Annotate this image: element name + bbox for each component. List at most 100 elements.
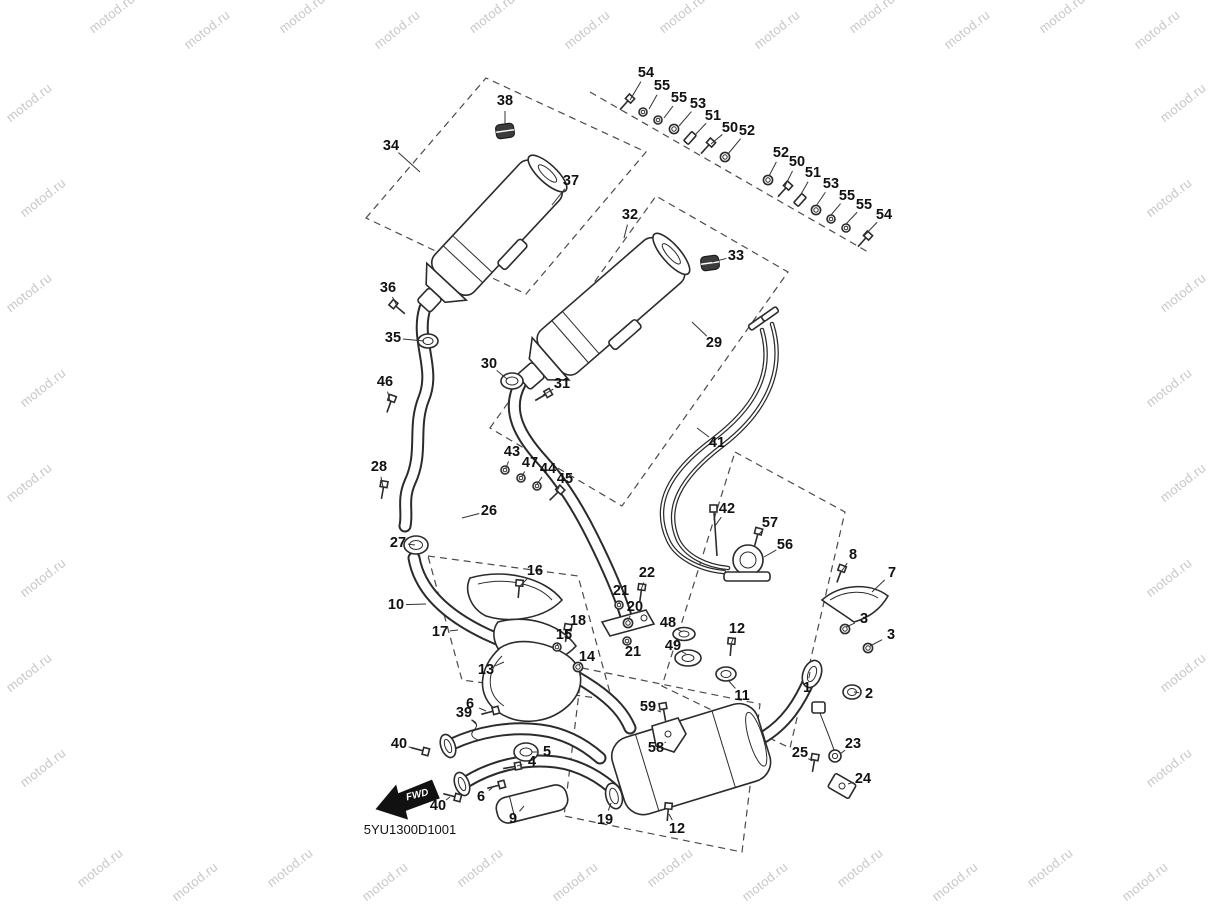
collar-51a [682,130,698,146]
callout-36: 36 [380,280,396,296]
callout-leader-31 [542,388,554,396]
callout-59: 59 [640,699,656,715]
bolt-6a [479,705,501,719]
callout-leader-45 [555,486,560,493]
callout-leader-58 [664,741,667,744]
callout-10: 10 [388,597,404,613]
callout-3: 3 [860,611,868,627]
callout-19: 19 [597,812,613,828]
callout-leader-8 [840,562,848,573]
gasket-35 [417,333,439,349]
callout-51: 51 [705,108,721,124]
callout-47: 47 [522,455,538,471]
callout-16: 16 [527,563,543,579]
exup-cables-41 [659,306,780,575]
callout-leader-53 [678,111,692,127]
callout-29: 29 [706,335,722,351]
sensor-23 [811,701,842,763]
muffler-left-bracket [497,238,528,271]
callout-11: 11 [734,688,749,704]
callout-25: 25 [792,745,808,761]
callout-leader-48 [676,627,683,633]
callout-leader-56 [763,549,777,558]
callout-leader-55 [648,94,658,110]
callout-leader-55 [830,203,841,216]
callout-15: 15 [556,627,572,643]
callout-leader-46 [387,391,391,402]
callout-40: 40 [430,798,446,814]
callout-leader-51 [694,122,707,136]
callout-leader-28 [380,476,384,488]
diagram-code: 5YU1300D1001 [364,822,457,837]
callout-37: 37 [563,173,579,189]
header-flange-1 [439,733,457,759]
callout-43: 43 [504,444,520,460]
bolt-12a [725,636,737,658]
callout-leader-52 [727,138,742,155]
callout-38: 38 [497,93,513,109]
callout-2: 2 [865,686,873,702]
bolt-50a [697,137,717,157]
rubber-mount-38 [495,122,515,140]
outlet-flange-1 [801,659,823,689]
callout-leader-55 [845,211,858,225]
callout-55: 55 [671,90,687,106]
muffler-left [417,154,568,313]
callout-leader-29 [691,321,708,337]
bolt-28 [377,479,389,501]
callout-53: 53 [690,96,706,112]
bolt-40a [409,743,431,757]
callout-leader-44 [536,476,543,485]
callout-leader-3 [869,639,883,647]
callout-leader-22 [640,582,645,591]
valve-pulley-49 [674,649,702,667]
callout-leader-40 [408,746,417,750]
fwd-label: FWD [405,787,430,803]
callout-leader-42 [714,516,722,527]
callout-54: 54 [638,65,654,81]
bracket-58 [651,717,687,753]
washer-47 [516,473,526,483]
callout-8: 8 [849,547,857,563]
callout-leader-2 [853,691,860,694]
gasket-11 [715,666,737,682]
callout-42: 42 [719,501,735,517]
gasket-27 [403,535,429,555]
callout-9: 9 [509,811,517,827]
callout-39: 39 [456,705,472,721]
callout-leader-17 [449,629,459,632]
nut-3b [862,642,874,654]
callout-leader-34 [398,152,421,173]
callout-leader-26 [461,513,480,519]
callout-leader-24 [847,781,854,785]
callout-14: 14 [579,649,595,665]
callout-leader-53 [815,191,826,207]
header-pipe-2-inner [461,756,621,797]
callout-leader-57 [756,529,764,537]
washer-53b [810,204,822,216]
gasket-2 [842,684,862,700]
callout-40: 40 [391,736,407,752]
callout-46: 46 [377,374,393,390]
callout-52: 52 [739,123,755,139]
callout-leader-37 [551,188,566,206]
long-bolt-42 [709,504,718,557]
callout-52: 52 [773,145,789,161]
heat-shield-10 [466,573,564,621]
callout-leader-20 [627,615,631,621]
assembly-box-right [661,451,846,749]
callout-leader-36 [392,296,398,307]
callout-leader-49 [681,650,687,655]
callout-23: 23 [845,736,861,752]
washer-53a [668,123,680,135]
callout-leader-55 [663,105,674,119]
callout-leader-54 [863,221,878,237]
callout-leader-41 [696,427,710,438]
callout-leader-18 [567,627,572,632]
pipe-protector [495,784,569,824]
bolt-46 [382,393,398,415]
bolt-25 [808,752,820,774]
washer-55c [826,214,836,224]
callout-leader-13 [494,661,505,667]
callout-leader-4 [516,764,523,767]
